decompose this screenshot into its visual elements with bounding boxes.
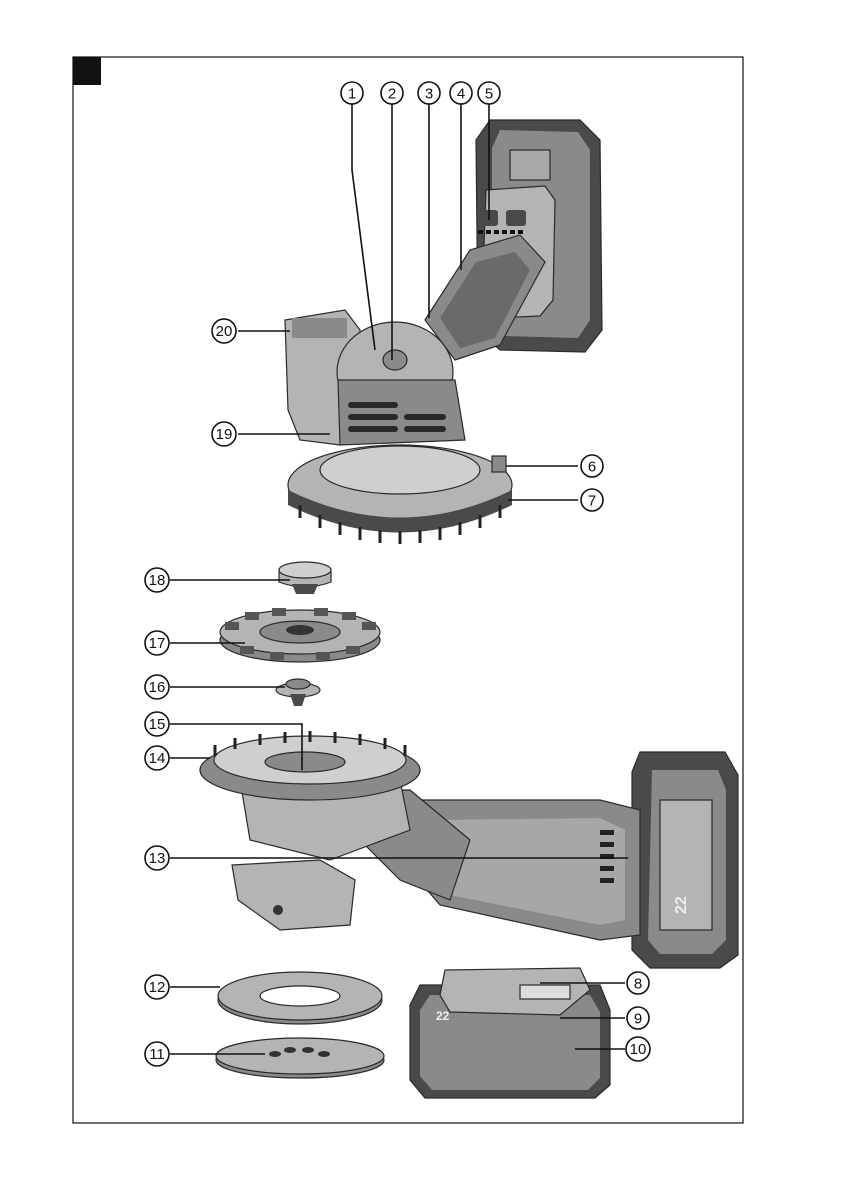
callout-label: 19 [216,426,233,443]
callout-15: 15 [145,712,169,736]
callout-14: 14 [145,746,169,770]
callout-13: 13 [145,846,169,870]
callout-11: 11 [145,1042,169,1066]
callout-label: 12 [149,979,166,996]
grinder-top-illustration [285,120,602,544]
callout-3: 3 [418,82,440,104]
callout-label: 10 [630,1041,647,1058]
callout-2: 2 [381,82,403,104]
callout-8: 8 [627,972,649,994]
figure-frame [73,57,743,1123]
callout-16: 16 [145,675,169,699]
diamond-cup-wheel-part [220,608,380,662]
spare-battery-part: 22 [410,968,610,1098]
callout-12: 12 [145,975,169,999]
callout-label: 15 [149,716,166,733]
callout-label: 9 [634,1011,642,1028]
callout-5: 5 [478,82,500,104]
callout-10: 10 [626,1037,650,1061]
callout-label: 3 [425,86,433,103]
callout-18: 18 [145,568,169,592]
clamping-flange-part [276,679,320,706]
callout-6: 6 [581,455,603,477]
backing-pad-part [218,972,382,1024]
callout-7: 7 [581,489,603,511]
callout-label: 14 [149,750,166,767]
callout-label: 18 [149,572,166,589]
callout-20: 20 [212,319,236,343]
callout-label: 13 [149,850,166,867]
battery-marking: 22 [673,896,690,914]
spare-battery-marking: 22 [436,1009,450,1023]
callout-label: 1 [348,86,356,103]
figure-badge [73,57,101,85]
sanding-disc-part [216,1038,384,1078]
flange-nut-part [279,562,331,594]
grinder-bottom-illustration: 22 [200,731,738,968]
callout-label: 5 [485,86,493,103]
callout-label: 17 [149,635,166,652]
callout-17: 17 [145,631,169,655]
callout-label: 20 [216,323,233,340]
callout-9: 9 [627,1007,649,1029]
callout-label: 7 [588,493,596,510]
callout-label: 11 [149,1046,165,1063]
callout-label: 8 [634,976,642,993]
callout-19: 19 [212,422,236,446]
callout-label: 16 [149,679,166,696]
callout-4: 4 [450,82,472,104]
callout-label: 6 [588,459,596,476]
callout-label: 4 [457,86,465,103]
callout-label: 2 [388,86,396,103]
callout-1: 1 [341,82,363,104]
